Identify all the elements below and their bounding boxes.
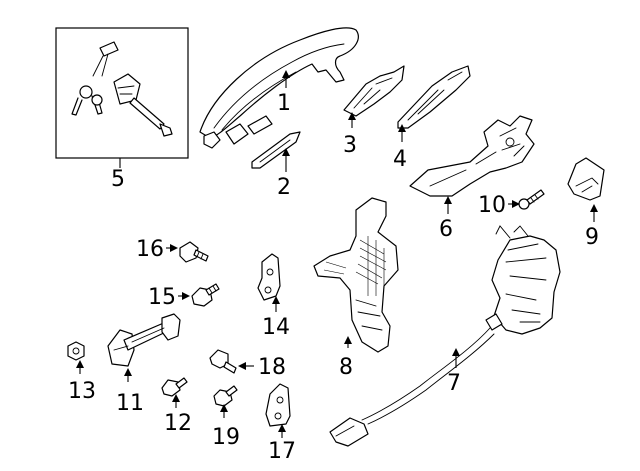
callout-14: 14 xyxy=(262,315,290,340)
arrow-2 xyxy=(282,148,290,156)
arrow-3 xyxy=(348,112,356,120)
part-8-carrier[interactable] xyxy=(313,197,399,353)
arrow-6 xyxy=(444,196,452,204)
arrow-16 xyxy=(170,244,178,252)
arrow-17 xyxy=(278,424,286,432)
part-3-cover[interactable] xyxy=(343,65,405,117)
part-18-bolt[interactable] xyxy=(209,349,237,374)
part-7-latch-assembly[interactable] xyxy=(329,225,561,447)
arrow-12 xyxy=(172,394,180,402)
arrow-11 xyxy=(124,368,132,376)
part-1-outside-handle[interactable] xyxy=(199,27,359,149)
callout-15: 15 xyxy=(148,285,176,310)
callout-8: 8 xyxy=(339,355,353,380)
part-17-bracket[interactable] xyxy=(265,383,291,427)
part-12-bolt[interactable] xyxy=(161,377,188,397)
arrow-1 xyxy=(282,70,290,78)
callout-9: 9 xyxy=(585,225,599,250)
callout-6: 6 xyxy=(439,217,453,242)
part-19-bolt[interactable] xyxy=(213,385,238,407)
callout-7: 7 xyxy=(447,371,461,396)
part-14-bracket[interactable] xyxy=(257,253,281,301)
callout-10: 10 xyxy=(478,193,506,218)
callout-11: 11 xyxy=(116,391,144,416)
callout-1: 1 xyxy=(277,91,291,116)
arrow-19 xyxy=(220,404,228,412)
callout-2: 2 xyxy=(277,175,291,200)
arrow-14 xyxy=(272,296,280,304)
callout-13: 13 xyxy=(68,379,96,404)
part-10-screw[interactable] xyxy=(518,189,545,210)
callout-17: 17 xyxy=(268,439,296,464)
callout-4: 4 xyxy=(393,147,407,172)
part-5-key-lock-cylinder[interactable] xyxy=(55,27,189,159)
part-15-bolt[interactable] xyxy=(191,283,220,307)
part-4-pad[interactable] xyxy=(397,65,471,129)
callout-12: 12 xyxy=(164,411,192,436)
part-11-door-check[interactable] xyxy=(107,313,181,367)
arrow-15 xyxy=(182,292,190,300)
arrow-7 xyxy=(452,348,460,356)
part-2-pad[interactable] xyxy=(251,131,301,169)
part-16-bolt[interactable] xyxy=(179,241,209,263)
part-13-nut[interactable] xyxy=(67,341,85,361)
arrow-8 xyxy=(344,336,352,344)
arrow-13 xyxy=(76,360,84,368)
callout-16: 16 xyxy=(136,237,164,262)
part-6-reinforcement[interactable] xyxy=(409,115,535,197)
callout-3: 3 xyxy=(343,133,357,158)
callout-18: 18 xyxy=(258,355,286,380)
arrow-18 xyxy=(238,362,246,370)
callout-5: 5 xyxy=(111,167,125,192)
part-9-striker[interactable] xyxy=(567,157,605,201)
callout-19: 19 xyxy=(212,425,240,450)
arrow-10 xyxy=(512,200,520,208)
arrow-4 xyxy=(398,124,406,132)
arrow-9 xyxy=(590,204,598,212)
